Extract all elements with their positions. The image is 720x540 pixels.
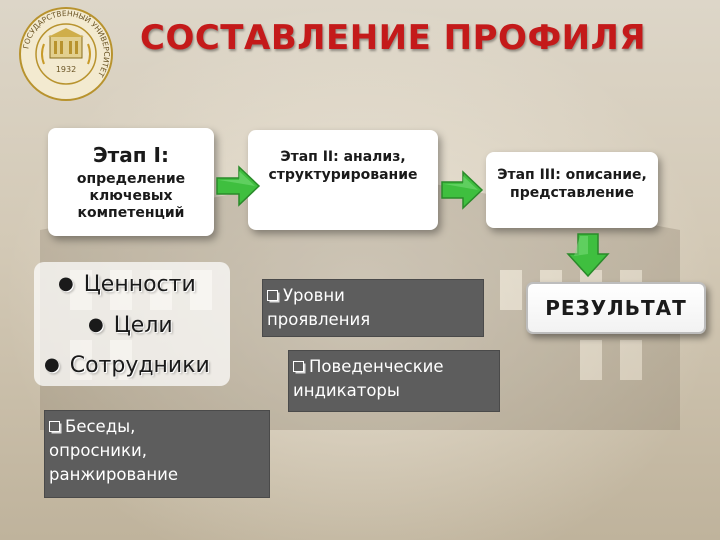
result-box: РЕЗУЛЬТАТ (526, 282, 706, 334)
arrow-down-icon (566, 233, 610, 278)
stage-1-line: компетенций (77, 204, 185, 221)
stage-3-line: Этап III: описание, (497, 167, 647, 183)
stage-1-box: Этап I: определение ключевых компетенций (48, 128, 214, 236)
stage-3-heading: Этап III: описание, представление (497, 166, 647, 202)
interview-line: ранжирование (49, 465, 179, 484)
stage-3-box: Этап III: описание, представление (486, 152, 658, 228)
value-label: Ценности (83, 272, 196, 297)
checkbox-bullet-icon (49, 421, 60, 432)
values-panel (34, 262, 230, 386)
stage-2-box: Этап II: анализ, структурирование (248, 130, 438, 230)
interview-line: опросники, (49, 441, 147, 460)
levels-line: Уровни (283, 286, 345, 305)
value-label: Сотрудники (69, 353, 210, 378)
seal-year: 1932 (56, 65, 76, 74)
levels-box: Уровни проявления (262, 279, 484, 337)
slide-title: СОСТАВЛЕНИЕ ПРОФИЛЯ (140, 18, 647, 58)
indicators-line: Поведенческие (309, 357, 444, 376)
stage-2-heading: Этап II: анализ, структурирование (268, 148, 417, 184)
indicators-line: индикаторы (293, 381, 400, 400)
stage-3-line: представление (510, 185, 634, 201)
bullet-icon: ● (44, 354, 60, 375)
stage-1-line: ключевых (89, 187, 173, 204)
checkbox-bullet-icon (267, 290, 278, 301)
stage-2-line: Этап II: анализ, (280, 149, 406, 165)
stage-1-heading: Этап I: (93, 142, 169, 167)
levels-line: проявления (267, 310, 371, 329)
arrow-right-icon (216, 165, 261, 207)
value-item: ● Сотрудники (44, 353, 210, 378)
checkbox-bullet-icon (293, 361, 304, 372)
arrow-right-icon (441, 170, 484, 210)
bullet-icon: ● (58, 273, 74, 294)
stage-1-body: определение ключевых компетенций (77, 171, 185, 222)
indicators-box: Поведенческие индикаторы (288, 350, 500, 412)
value-item: ● Цели (88, 313, 173, 338)
interview-box: Беседы, опросники, ранжирование (44, 410, 270, 498)
university-seal-icon: ГОСУДАРСТВЕННЫЙ УНИВЕРСИТЕТ 1932 (19, 7, 113, 101)
value-label: Цели (113, 313, 173, 338)
bullet-icon: ● (88, 314, 104, 335)
stage-2-line: структурирование (268, 167, 418, 183)
value-item: ● Ценности (58, 272, 196, 297)
stage-1-line: определение (76, 170, 186, 187)
interview-line: Беседы, (65, 417, 136, 436)
